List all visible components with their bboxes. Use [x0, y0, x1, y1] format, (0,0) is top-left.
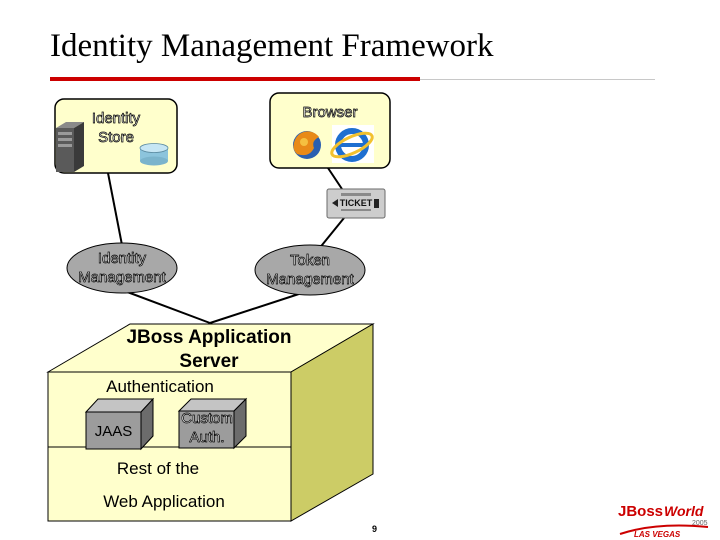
web-application-label: Web Application [103, 492, 225, 511]
logo-year: 2005 [692, 520, 708, 527]
jaas-label: JAAS [94, 423, 133, 440]
identity-management-ellipse [66, 242, 178, 294]
database-icon [139, 143, 169, 166]
custom-auth-label: Custom Auth. [181, 410, 233, 447]
title-underline-grey [420, 79, 655, 80]
connector-browser-to-ticket [327, 167, 345, 193]
logo-swoosh [619, 524, 709, 535]
identity-management-label: Identity Management [78, 250, 166, 287]
app-server-label: JBoss Application Server [126, 327, 292, 372]
page-title: Identity Management Framework [50, 28, 494, 64]
connector-token-to-server [209, 291, 306, 324]
authentication-label: Authentication [106, 377, 214, 396]
jboss-world-logo: JBoss World 2005 LAS VEGAS [618, 503, 709, 539]
server-tower-icon [56, 122, 84, 172]
custom-auth-cube [177, 397, 248, 450]
connector-store-to-idm [107, 172, 123, 246]
browser-label: Browser [302, 104, 358, 122]
connector-idm-to-server [121, 289, 211, 324]
logo-world: World [664, 503, 704, 519]
jaas-cube [84, 397, 155, 451]
app-server-cube [46, 323, 375, 522]
token-management-ellipse [254, 244, 366, 296]
ticket-label: TICKET [340, 198, 373, 208]
connector-ticket-to-token [317, 217, 345, 251]
internet-explorer-icon [330, 125, 374, 163]
logo-brand: JBoss [618, 503, 663, 520]
rest-of-the-label: Rest of the [116, 459, 200, 478]
logo-city: LAS VEGAS [634, 530, 681, 539]
title-underline-red [50, 77, 420, 81]
identity-store-label: Identity Store [91, 110, 141, 147]
firefox-icon [293, 131, 321, 159]
page-number: 9 [372, 524, 378, 534]
token-management-label: Token Management [266, 252, 354, 289]
ticket-icon: TICKET [326, 188, 386, 219]
